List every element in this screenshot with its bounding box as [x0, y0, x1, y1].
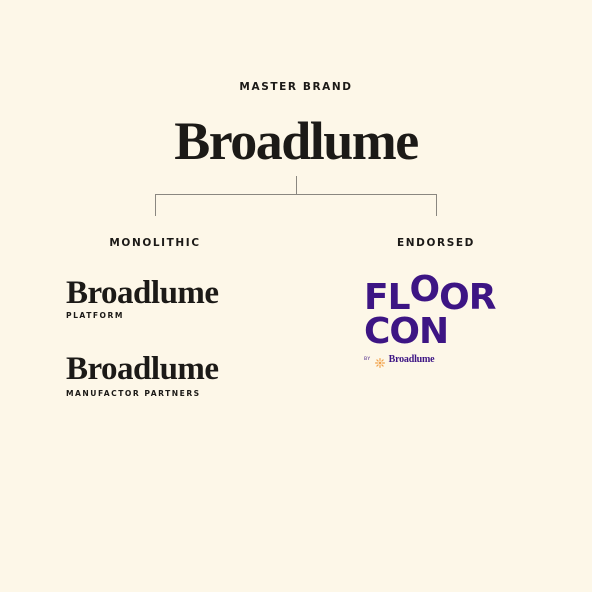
floorcon-letter-raised: O — [409, 269, 441, 310]
endorsement-byline: BY Broadlume — [364, 354, 496, 368]
floorcon-logo: F L O O R CON BY Broadlume — [364, 272, 497, 368]
monolithic-label: MONOLITHIC — [109, 237, 201, 249]
monolithic-manufactor-lockup: Broadlume MANUFACTOR PARTNERS — [66, 351, 219, 399]
sun-icon — [374, 355, 385, 368]
floorcon-line-2: CON — [364, 311, 449, 352]
floorcon-line-1: F L O O R — [364, 272, 497, 318]
connector-right-drop — [436, 194, 437, 216]
byline-brand: Broadlume — [388, 354, 435, 365]
floorcon-letter: R — [468, 277, 497, 318]
floorcon-letter: F — [364, 277, 389, 318]
connector-left-drop — [155, 194, 156, 216]
manufactor-descriptor: MANUFACTOR PARTNERS — [66, 389, 201, 398]
endorsed-label: ENDORSED — [397, 237, 475, 249]
master-brand-logo: Broadlume — [174, 111, 419, 171]
platform-wordmark: Broadlume — [66, 275, 219, 311]
platform-descriptor: PLATFORM — [66, 311, 124, 320]
floorcon-letter: O — [439, 277, 470, 318]
floorcon-letter: L — [387, 277, 411, 318]
connector-crossbar — [155, 194, 437, 195]
manufactor-wordmark: Broadlume — [66, 351, 219, 387]
byline-by: BY — [364, 357, 371, 362]
master-brand-label: MASTER BRAND — [239, 81, 353, 93]
connector-stem — [296, 176, 297, 194]
monolithic-platform-lockup: Broadlume PLATFORM — [66, 275, 219, 321]
